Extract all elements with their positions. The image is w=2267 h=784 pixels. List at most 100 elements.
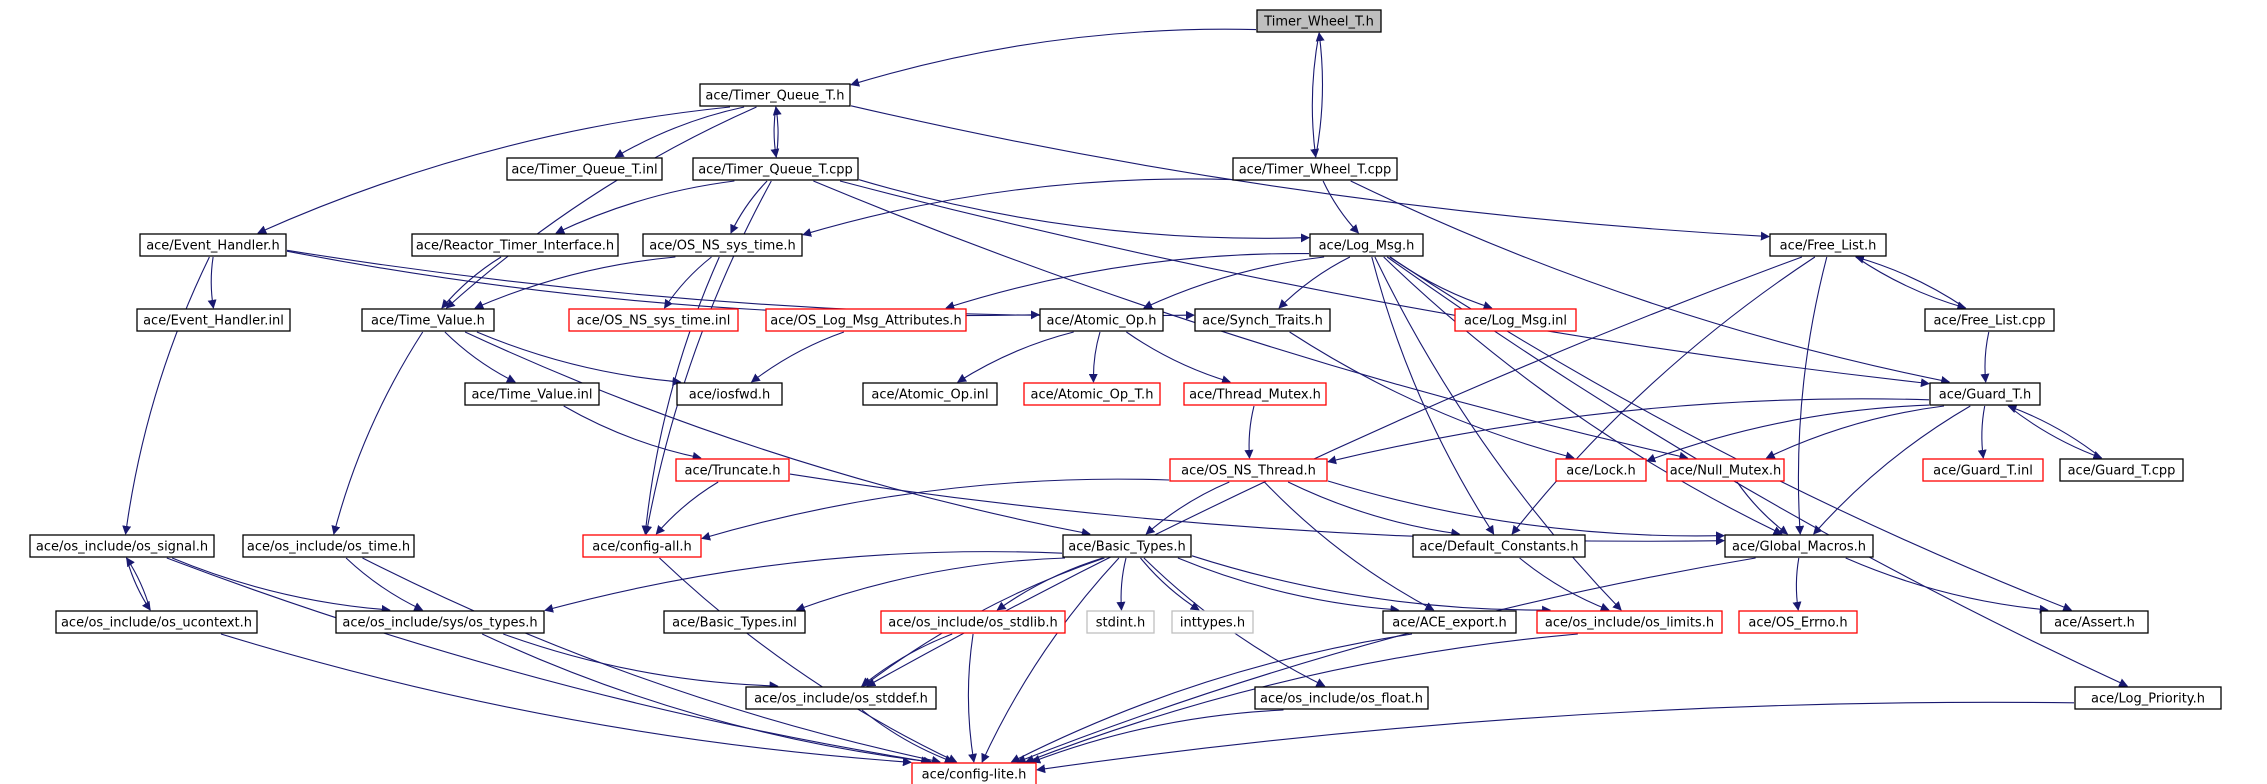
edge-st_h-to-lock_h <box>1289 331 1575 461</box>
node-label: ace/os_include/os_float.h <box>1260 692 1423 707</box>
node-box <box>765 308 967 332</box>
node-lm-inl[interactable]: ace/Log_Msg.inl <box>1454 308 1577 332</box>
node-ostime-h[interactable]: ace/os_include/os_time.h <box>242 534 415 558</box>
edge-trunc_h-to-gm_h <box>789 473 1725 546</box>
edge-eh_h-to-st_h <box>286 249 1195 320</box>
node-tv-h[interactable]: ace/Time_Value.h <box>361 308 495 332</box>
node-cfgall-h[interactable]: ace/config-all.h <box>582 534 702 558</box>
node-stddef-h[interactable]: ace/os_include/os_stddef.h <box>745 686 937 710</box>
node-box <box>1194 308 1331 332</box>
node-rti-h[interactable]: ace/Reactor_Timer_Interface.h <box>411 233 619 257</box>
node-nst-h[interactable]: ace/OS_NS_sys_time.h <box>642 233 803 257</box>
node-gt-cpp[interactable]: ace/Guard_T.cpp <box>2059 458 2184 482</box>
edge-tv_inl-to-trunc_h <box>563 405 702 461</box>
node-limits-h[interactable]: ace/os_include/os_limits.h <box>1536 610 1723 634</box>
edge-bt_h-to-stdint_h <box>1116 557 1127 611</box>
edge-nm_h-to-gm_h <box>1736 481 1789 535</box>
node-box <box>335 610 545 634</box>
node-tq-inl[interactable]: ace/Timer_Queue_T.inl <box>506 157 663 181</box>
node-systypes-h[interactable]: ace/os_include/sys/os_types.h <box>335 610 545 634</box>
edge-ostime_h-to-systypes_h <box>345 557 424 611</box>
node-iosfwd[interactable]: ace/iosfwd.h <box>676 382 783 406</box>
edge-tv_h-to-bt_h <box>464 331 1091 537</box>
node-label: ace/Time_Value.h <box>371 314 485 329</box>
node-label: ace/os_include/os_limits.h <box>1545 616 1714 631</box>
node-tq-h[interactable]: ace/Timer_Queue_T.h <box>699 83 851 107</box>
node-inttypes-h[interactable]: inttypes.h <box>1171 610 1254 634</box>
edge-tq_cpp-to-gt_h <box>839 180 1930 388</box>
edge-systypes_h-to-cfglite_h <box>481 633 933 766</box>
edge-stdlib_h-to-stddef_h <box>861 633 953 687</box>
node-tq-cpp[interactable]: ace/Timer_Queue_T.cpp <box>692 157 859 181</box>
node-olma-h[interactable]: ace/OS_Log_Msg_Attributes.h <box>765 308 967 332</box>
edge-tw_cpp-to-gt_h <box>1350 180 1951 385</box>
node-lp-h[interactable]: ace/Log_Priority.h <box>2074 686 2222 710</box>
node-box <box>1536 610 1723 634</box>
node-tw-cpp[interactable]: ace/Timer_Wheel_T.cpp <box>1232 157 1398 181</box>
node-box <box>1382 610 1517 634</box>
node-lm-h[interactable]: ace/Log_Msg.h <box>1309 233 1424 257</box>
node-bt-inl[interactable]: ace/Basic_Types.inl <box>663 610 806 634</box>
node-ao-inl[interactable]: ace/Atomic_Op.inl <box>862 382 998 406</box>
node-export-h[interactable]: ace/ACE_export.h <box>1382 610 1517 634</box>
node-float-h[interactable]: ace/os_include/os_float.h <box>1254 686 1429 710</box>
node-label: ace/os_include/os_signal.h <box>36 540 208 555</box>
edge-ao_h-to-ao_inl <box>957 331 1074 383</box>
edge-fl_h-to-fl_cpp <box>1855 256 1967 311</box>
node-label: ace/Default_Constants.h <box>1419 540 1578 555</box>
node-fl-cpp[interactable]: ace/Free_List.cpp <box>1924 308 2055 332</box>
edge-stdlib_h-to-cfglite_h <box>967 633 978 763</box>
node-stdint-h[interactable]: stdint.h <box>1086 610 1155 634</box>
node-gt-h[interactable]: ace/Guard_T.h <box>1929 382 2041 406</box>
node-tm-h[interactable]: ace/Thread_Mutex.h <box>1183 382 1327 406</box>
node-assert-h[interactable]: ace/Assert.h <box>2040 610 2149 634</box>
edge-tq_h-to-tv_h <box>445 106 757 309</box>
node-sig-h[interactable]: ace/os_include/os_signal.h <box>29 534 215 558</box>
node-eh-h[interactable]: ace/Event_Handler.h <box>139 233 287 257</box>
node-errno-h[interactable]: ace/OS_Errno.h <box>1738 610 1858 634</box>
node-dc-h[interactable]: ace/Default_Constants.h <box>1412 534 1586 558</box>
node-box <box>2040 610 2149 634</box>
edge-lm_h-to-dc_h <box>1371 256 1495 535</box>
node-label: ace/Timer_Wheel_T.cpp <box>1239 163 1392 178</box>
node-label: ace/os_include/os_time.h <box>247 540 410 555</box>
node-aot-h[interactable]: ace/Atomic_Op_T.h <box>1023 382 1161 406</box>
node-label: ace/os_include/sys/os_types.h <box>342 616 537 631</box>
node-box <box>692 157 859 181</box>
node-fl-h[interactable]: ace/Free_List.h <box>1769 233 1887 257</box>
node-uctx-h[interactable]: ace/os_include/os_ucontext.h <box>55 610 258 634</box>
node-nst-inl[interactable]: ace/OS_NS_sys_time.inl <box>568 308 739 332</box>
node-twt-h[interactable]: Timer_Wheel_T.h <box>1256 9 1382 33</box>
node-gt-inl[interactable]: ace/Guard_T.inl <box>1922 458 2044 482</box>
node-label: ace/Truncate.h <box>685 464 781 479</box>
node-label: ace/Time_Value.inl <box>471 388 592 403</box>
node-box <box>1769 233 1887 257</box>
edge-tq_cpp-to-tq_h <box>772 106 782 158</box>
node-trunc-h[interactable]: ace/Truncate.h <box>675 458 790 482</box>
edge-float_h-to-cfglite_h <box>1031 709 1284 764</box>
node-lock-h[interactable]: ace/Lock.h <box>1555 458 1647 482</box>
node-ao-h[interactable]: ace/Atomic_Op.h <box>1039 308 1164 332</box>
node-tv-inl[interactable]: ace/Time_Value.inl <box>464 382 600 406</box>
node-bt-h[interactable]: ace/Basic_Types.h <box>1062 534 1192 558</box>
edge-tv_h-to-ostime_h <box>331 331 424 535</box>
node-stdlib-h[interactable]: ace/os_include/os_stdlib.h <box>880 610 1066 634</box>
node-gm-h[interactable]: ace/Global_Macros.h <box>1724 534 1874 558</box>
node-box <box>642 233 803 257</box>
node-box <box>139 233 287 257</box>
node-label: ace/OS_NS_sys_time.inl <box>577 314 731 329</box>
node-label: ace/Guard_T.inl <box>1933 464 2033 479</box>
edge-tq_h-to-fl_h <box>850 105 1770 241</box>
node-label: ace/Null_Mutex.h <box>1670 464 1782 479</box>
node-label: Timer_Wheel_T.h <box>1263 15 1374 30</box>
edge-nst_h-to-nst_inl <box>664 256 712 309</box>
node-box <box>1023 382 1161 406</box>
node-eh-inl[interactable]: ace/Event_Handler.inl <box>136 308 291 332</box>
node-nsth-h[interactable]: ace/OS_NS_Thread.h <box>1169 458 1328 482</box>
node-nm-h[interactable]: ace/Null_Mutex.h <box>1666 458 1785 482</box>
node-st-h[interactable]: ace/Synch_Traits.h <box>1194 308 1331 332</box>
node-label: ace/iosfwd.h <box>689 388 770 403</box>
node-box <box>1169 458 1328 482</box>
edge-gt_h-to-nsth_h <box>1327 398 1930 465</box>
node-cfglite-h[interactable]: ace/config-lite.h <box>911 762 1037 784</box>
